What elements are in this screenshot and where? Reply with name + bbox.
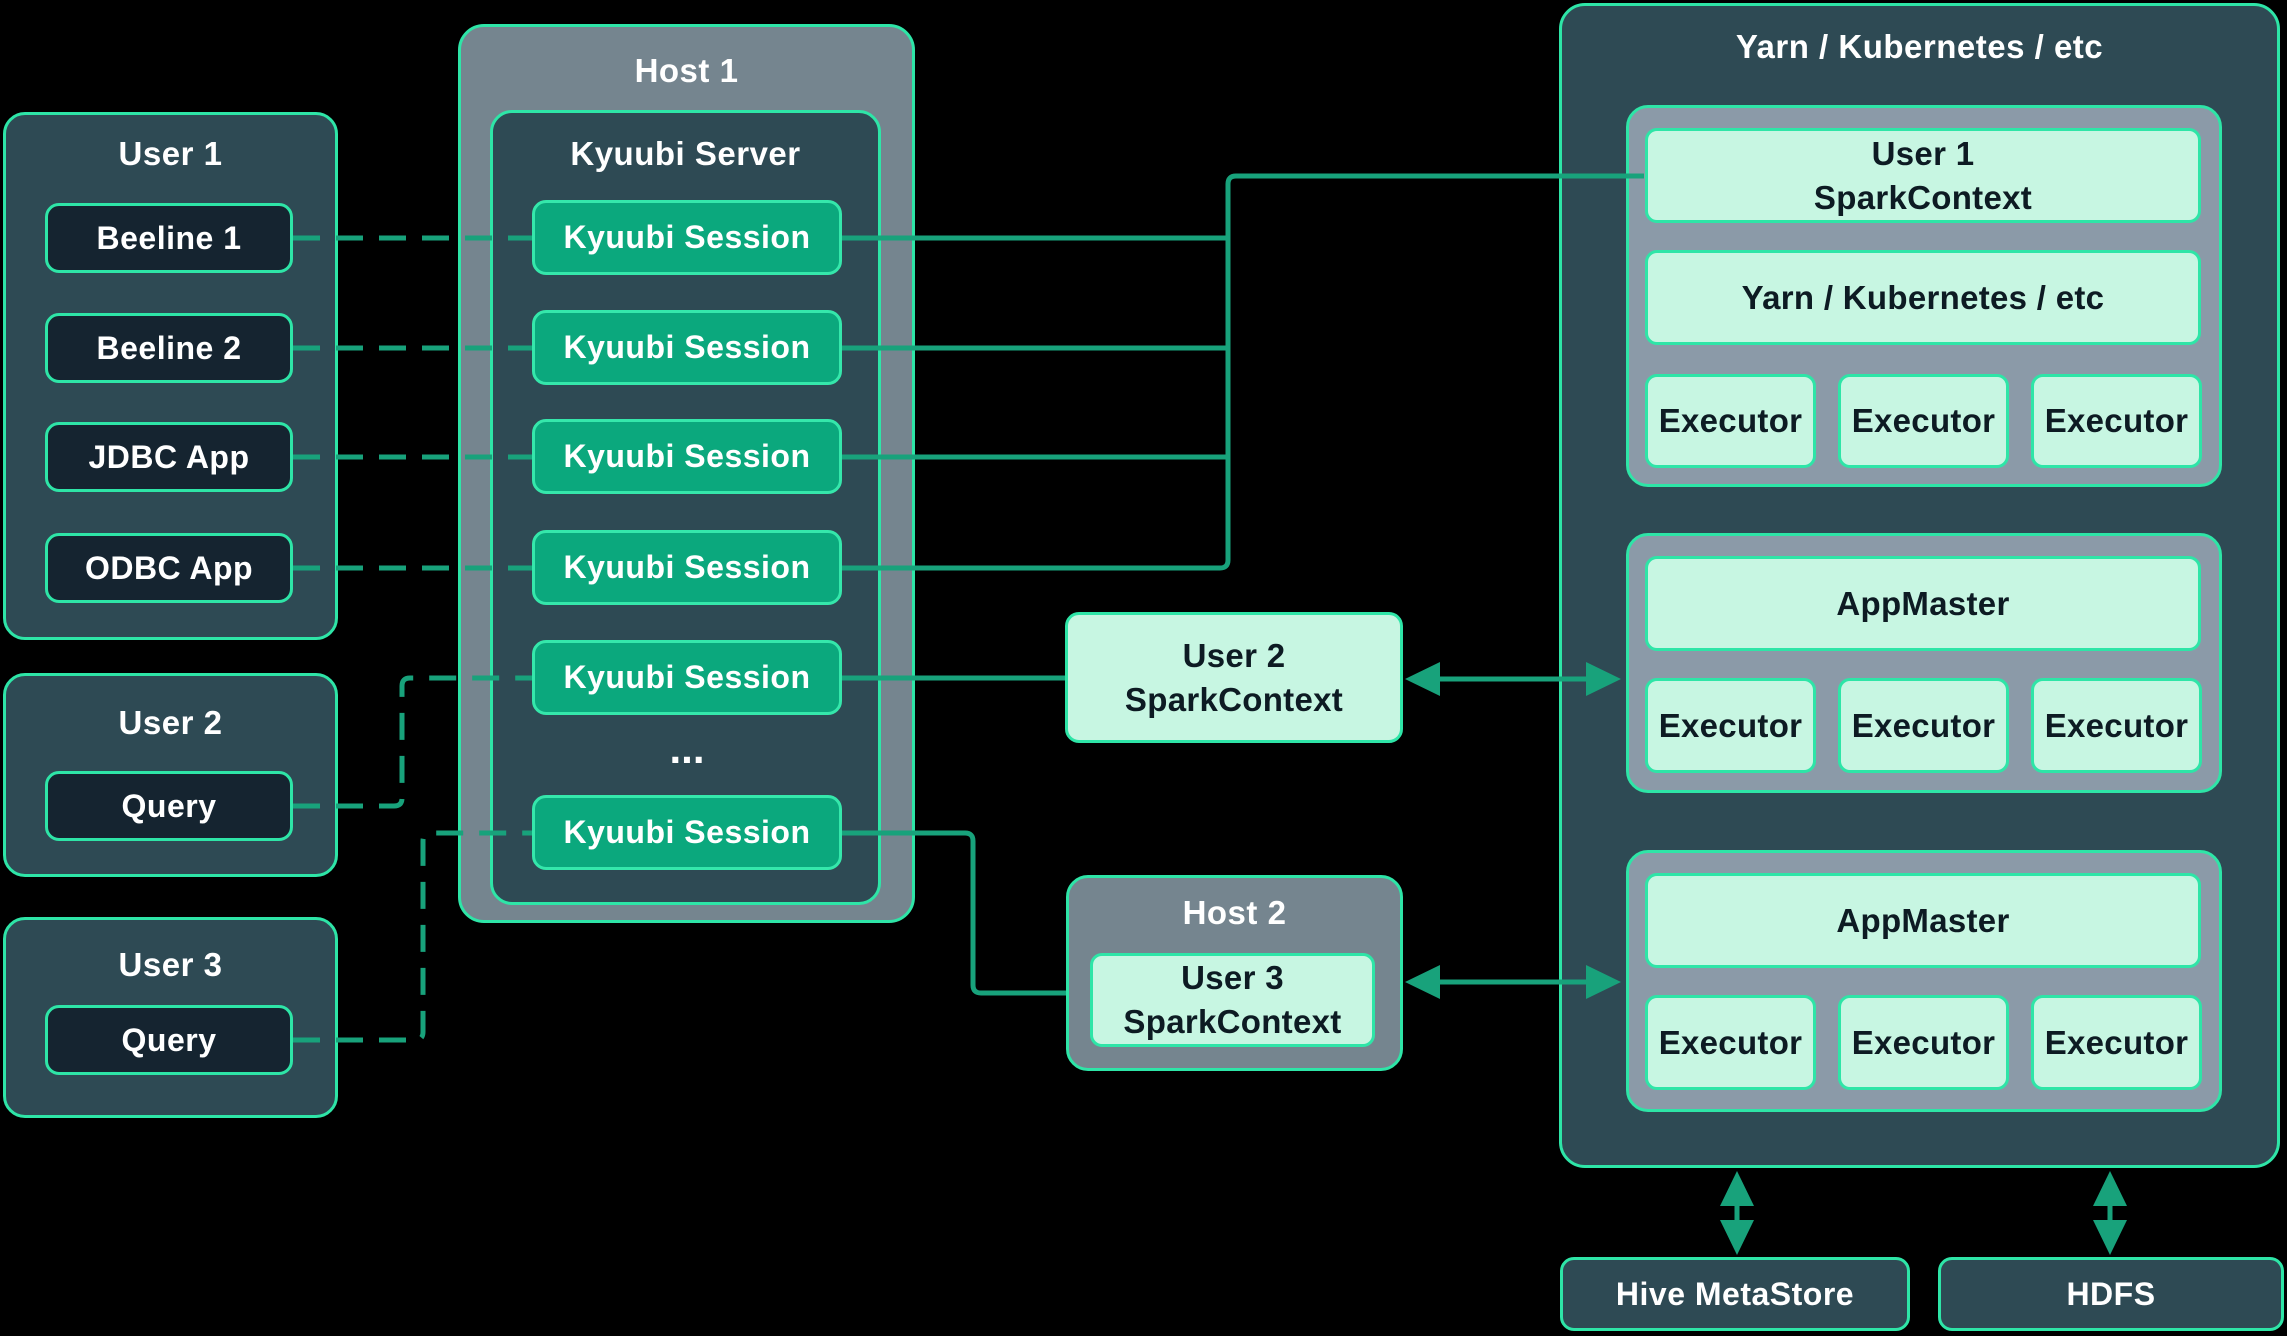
user3-sparkcontext-box: User 3 SparkContext: [1090, 953, 1375, 1047]
user3-query-label: Query: [121, 1021, 217, 1058]
app2-appmaster-box: AppMaster: [1645, 556, 2201, 651]
hdfs-label: HDFS: [2066, 1275, 2156, 1312]
hdfs-box: HDFS: [1938, 1257, 2284, 1331]
user3-sparkcontext-line2: SparkContext: [1123, 1003, 1342, 1040]
connector-session4-bus-user1-sparkcontext: [842, 173, 1644, 571]
user3-sparkcontext-line1: User 3: [1181, 959, 1284, 996]
kyuubi-session-4: Kyuubi Session: [532, 530, 842, 605]
app3-executor-3-label: Executor: [2044, 1023, 2189, 1061]
app2-executor-3-label: Executor: [2044, 706, 2189, 744]
client-beeline2: Beeline 2: [45, 313, 293, 383]
app3-executor-3: Executor: [2031, 995, 2202, 1090]
app1-resource-manager-box: Yarn / Kubernetes / etc: [1645, 250, 2201, 345]
app3-appmaster-box: AppMaster: [1645, 873, 2201, 968]
user1-title: User 1: [118, 135, 223, 172]
arrowhead-down-hive: [1720, 1220, 1754, 1255]
app1-resource-manager-label: Yarn / Kubernetes / etc: [1741, 278, 2105, 316]
app2-executor-2: Executor: [1838, 678, 2009, 773]
app1-sparkcontext-line1: User 1: [1871, 134, 1975, 172]
kyuubi-session-1-label: Kyuubi Session: [563, 219, 811, 255]
user2-sparkcontext-line1: User 2: [1182, 636, 1286, 674]
user2-query-label: Query: [121, 787, 217, 824]
kyuubi-session-3: Kyuubi Session: [532, 419, 842, 494]
user2-sparkcontext-line2: SparkContext: [1124, 680, 1344, 718]
user2-sparkcontext-box: User 2 SparkContext: [1065, 612, 1403, 743]
app1-executor-1-label: Executor: [1658, 402, 1803, 439]
kyuubi-server-title: Kyuubi Server: [570, 135, 801, 172]
host1-title: Host 1: [634, 52, 739, 89]
app3-executor-1: Executor: [1645, 995, 1816, 1090]
client-beeline1-label: Beeline 1: [96, 219, 242, 256]
hive-metastore-label: Hive MetaStore: [1615, 1275, 1855, 1312]
kyuubi-session-6-label: Kyuubi Session: [563, 814, 811, 850]
client-jdbc-app: JDBC App: [45, 422, 293, 492]
sessions-ellipsis: ...: [669, 725, 705, 772]
app3-appmaster-label: AppMaster: [1836, 901, 2010, 939]
client-odbc-app-label: ODBC App: [84, 549, 254, 586]
app2-appmaster-label: AppMaster: [1836, 584, 2010, 622]
kyuubi-session-5: Kyuubi Session: [532, 640, 842, 715]
user3-query-box: Query: [45, 1005, 293, 1075]
client-odbc-app: ODBC App: [45, 533, 293, 603]
client-beeline1: Beeline 1: [45, 203, 293, 273]
app3-executor-2: Executor: [1838, 995, 2009, 1090]
arrowhead-left-user3sc: [1405, 965, 1440, 999]
app1-executor-2: Executor: [1838, 374, 2009, 468]
user3-title: User 3: [118, 946, 223, 983]
host2-title: Host 2: [1182, 894, 1287, 931]
kyuubi-session-6: Kyuubi Session: [532, 795, 842, 870]
app1-sparkcontext-box: User 1 SparkContext: [1645, 128, 2201, 223]
app2-executor-2-label: Executor: [1851, 706, 1996, 744]
kyuubi-session-2: Kyuubi Session: [532, 310, 842, 385]
cluster-title: Yarn / Kubernetes / etc: [1735, 28, 2104, 65]
app2-executor-3: Executor: [2031, 678, 2202, 773]
arrowhead-left-user2sc: [1405, 662, 1440, 696]
app2-executor-1: Executor: [1645, 678, 1816, 773]
user2-query-box: Query: [45, 771, 293, 841]
app1-executor-3-label: Executor: [2044, 402, 2189, 439]
user2-title: User 2: [118, 704, 223, 741]
arrowhead-up-cluster-hdfs: [2093, 1171, 2127, 1206]
kyuubi-session-3-label: Kyuubi Session: [563, 438, 811, 474]
app1-executor-3: Executor: [2031, 374, 2202, 468]
client-beeline2-label: Beeline 2: [96, 329, 242, 366]
kyuubi-session-2-label: Kyuubi Session: [563, 329, 811, 365]
kyuubi-session-5-label: Kyuubi Session: [563, 659, 811, 695]
app2-executor-1-label: Executor: [1658, 706, 1803, 744]
app1-executor-2-label: Executor: [1851, 402, 1996, 439]
kyuubi-session-1: Kyuubi Session: [532, 200, 842, 275]
arrowhead-down-hdfs: [2093, 1220, 2127, 1255]
app1-executor-1: Executor: [1645, 374, 1816, 468]
kyuubi-session-4-label: Kyuubi Session: [563, 549, 811, 585]
client-jdbc-app-label: JDBC App: [88, 438, 250, 475]
hive-metastore-box: Hive MetaStore: [1560, 1257, 1910, 1331]
arrowhead-up-cluster-hive: [1720, 1171, 1754, 1206]
app1-sparkcontext-line2: SparkContext: [1813, 178, 2033, 216]
app3-executor-2-label: Executor: [1851, 1023, 1996, 1061]
app3-executor-1-label: Executor: [1658, 1023, 1803, 1061]
